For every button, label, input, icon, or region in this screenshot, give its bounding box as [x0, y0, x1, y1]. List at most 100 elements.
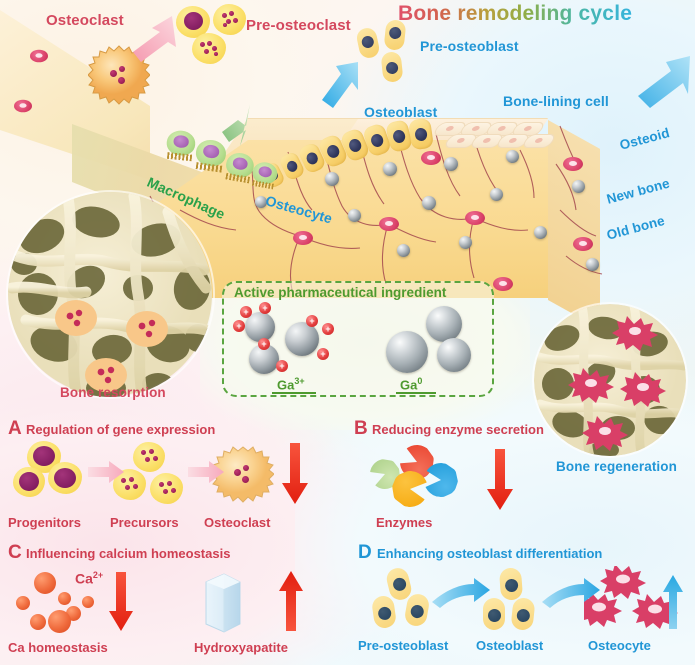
- pre-osteoblast-cell: [383, 19, 407, 51]
- panel-d-title: Enhancing osteoblast differentiation: [377, 546, 603, 561]
- osteocyte-cell: [24, 45, 55, 67]
- positive-charge-icon: +: [233, 320, 245, 332]
- gallium-particle: [422, 196, 436, 210]
- page-title: Bone remodeling cycle: [398, 2, 633, 25]
- macrophage-cell: [251, 160, 279, 190]
- panel-c: C Influencing calcium homeostasis Ca2+: [0, 540, 348, 665]
- ga-ion-sphere: [285, 322, 319, 356]
- label-pre-osteoclast: Pre-osteoclast: [246, 17, 351, 34]
- panel-a-trend-down-icon: [282, 443, 308, 504]
- osteocyte-cell: [566, 232, 600, 256]
- panel-c-title: Influencing calcium homeostasis: [26, 546, 231, 561]
- calcium-ion: [48, 610, 71, 633]
- positive-charge-icon: +: [322, 323, 334, 335]
- calcium-ion: [30, 614, 46, 630]
- osteoblast-cell: [510, 596, 536, 632]
- calcium-ion-label: Ca2+: [75, 570, 104, 587]
- precursor-cell: [113, 469, 146, 500]
- pre-osteoblast-cell: [355, 26, 381, 60]
- label-pre-osteoblast: Pre-osteoblast: [420, 38, 519, 54]
- gallium-particle: [459, 236, 472, 249]
- api-box-title: Active pharmaceutical ingredient: [234, 285, 447, 300]
- positive-charge-icon: +: [306, 315, 318, 327]
- enzyme-shape: [423, 462, 460, 499]
- pre-osteoblast-cell: [380, 51, 404, 83]
- label-ga-ion: Ga3+: [277, 376, 305, 393]
- positive-charge-icon: +: [258, 338, 270, 350]
- panel-b-title: Reducing enzyme secretion: [372, 422, 544, 437]
- positive-charge-icon: +: [240, 306, 252, 318]
- positive-charge-icon: +: [259, 302, 271, 314]
- panel-c-item-hydroxyapatite: Hydroxyapatite: [194, 640, 288, 655]
- precursor-cell: [150, 473, 183, 504]
- inset-bone-resorption: [8, 192, 213, 397]
- panel-d-letter: D: [358, 542, 372, 563]
- label-osteoclast: Osteoclast: [46, 12, 124, 29]
- calcium-ion: [16, 596, 30, 610]
- gallium-particle: [506, 150, 519, 163]
- inset-bone-regeneration: [534, 304, 686, 456]
- progenitor-cell: [48, 462, 82, 494]
- underline-ga-ion: [272, 392, 316, 394]
- gallium-particle: [383, 162, 397, 176]
- panel-c-item-ca-homeostasis: Ca homeostasis: [8, 640, 108, 655]
- panel-d-item-osteocyte: Osteocyte: [588, 638, 651, 653]
- ga-metal-sphere: [426, 306, 462, 342]
- osteocyte-cell: [458, 206, 492, 230]
- hydroxyapatite-crystal: [205, 573, 241, 633]
- osteocyte-cell: [486, 272, 520, 296]
- panel-b: B Reducing enzyme secretion Enzymes: [348, 415, 695, 543]
- gallium-particle: [325, 172, 339, 186]
- osteocyte-cell: [372, 212, 406, 236]
- gallium-particle: [444, 157, 458, 171]
- gallium-particle: [490, 188, 503, 201]
- ga-metal-sphere: [437, 338, 471, 372]
- calcium-ion: [82, 596, 94, 608]
- ga-metal-sphere: [386, 331, 428, 373]
- panel-a-item-progenitors: Progenitors: [8, 515, 81, 530]
- panel-c-trend-up-icon: [279, 571, 303, 631]
- label-bone-lining-cell: Bone-lining cell: [503, 93, 609, 109]
- osteocyte-cell: [8, 95, 39, 117]
- progenitor-cell: [13, 467, 45, 497]
- macrophage-cell: [165, 129, 197, 162]
- panel-a-item-osteoclast: Osteoclast: [204, 515, 271, 530]
- panel-c-trend-down-icon: [109, 572, 133, 631]
- label-osteoblast: Osteoblast: [364, 104, 438, 120]
- panel-b-item-enzymes: Enzymes: [376, 515, 433, 530]
- gallium-particle: [572, 180, 585, 193]
- osteocyte-cell: [286, 226, 320, 250]
- pre-osteoblast-cell: [403, 592, 431, 628]
- label-bone-resorption: Bone resorption: [60, 385, 166, 400]
- macrophage-cell: [224, 150, 256, 184]
- ga-ion-sphere: [245, 312, 275, 342]
- calcium-ion: [58, 592, 71, 605]
- osteoblast-cell: [483, 598, 505, 630]
- gallium-particle: [534, 226, 547, 239]
- pre-osteoblast-cell: [370, 594, 398, 630]
- label-ga-metal: Ga0: [400, 376, 423, 393]
- panel-a-letter: A: [8, 418, 22, 439]
- osteoclast-cell-panel-a: [211, 445, 275, 503]
- pre-osteoclast-cell: [176, 6, 210, 38]
- pre-osteoclast-cell: [213, 4, 246, 35]
- gallium-particle: [397, 244, 410, 257]
- calcium-ion: [34, 572, 56, 594]
- pre-osteoclast-cell: [192, 33, 226, 64]
- gallium-particle: [586, 258, 599, 271]
- panel-b-trend-down-icon: [487, 449, 513, 510]
- panel-a-item-precursors: Precursors: [110, 515, 179, 530]
- positive-charge-icon: +: [276, 360, 288, 372]
- underline-ga-metal: [396, 392, 436, 394]
- positive-charge-icon: +: [317, 348, 329, 360]
- osteocyte-cell: [556, 152, 590, 176]
- osteocyte-cell: [414, 146, 448, 170]
- label-bone-regeneration: Bone regeneration: [556, 459, 677, 474]
- osteoblast-cell: [498, 567, 524, 601]
- arrow-pre-osteoblast-to-osteoblast: [432, 578, 490, 608]
- panel-a-title: Regulation of gene expression: [26, 422, 216, 437]
- osteoclast-cell: [87, 44, 151, 106]
- osteocyte-cluster: [584, 566, 678, 629]
- gallium-particle: [348, 209, 361, 222]
